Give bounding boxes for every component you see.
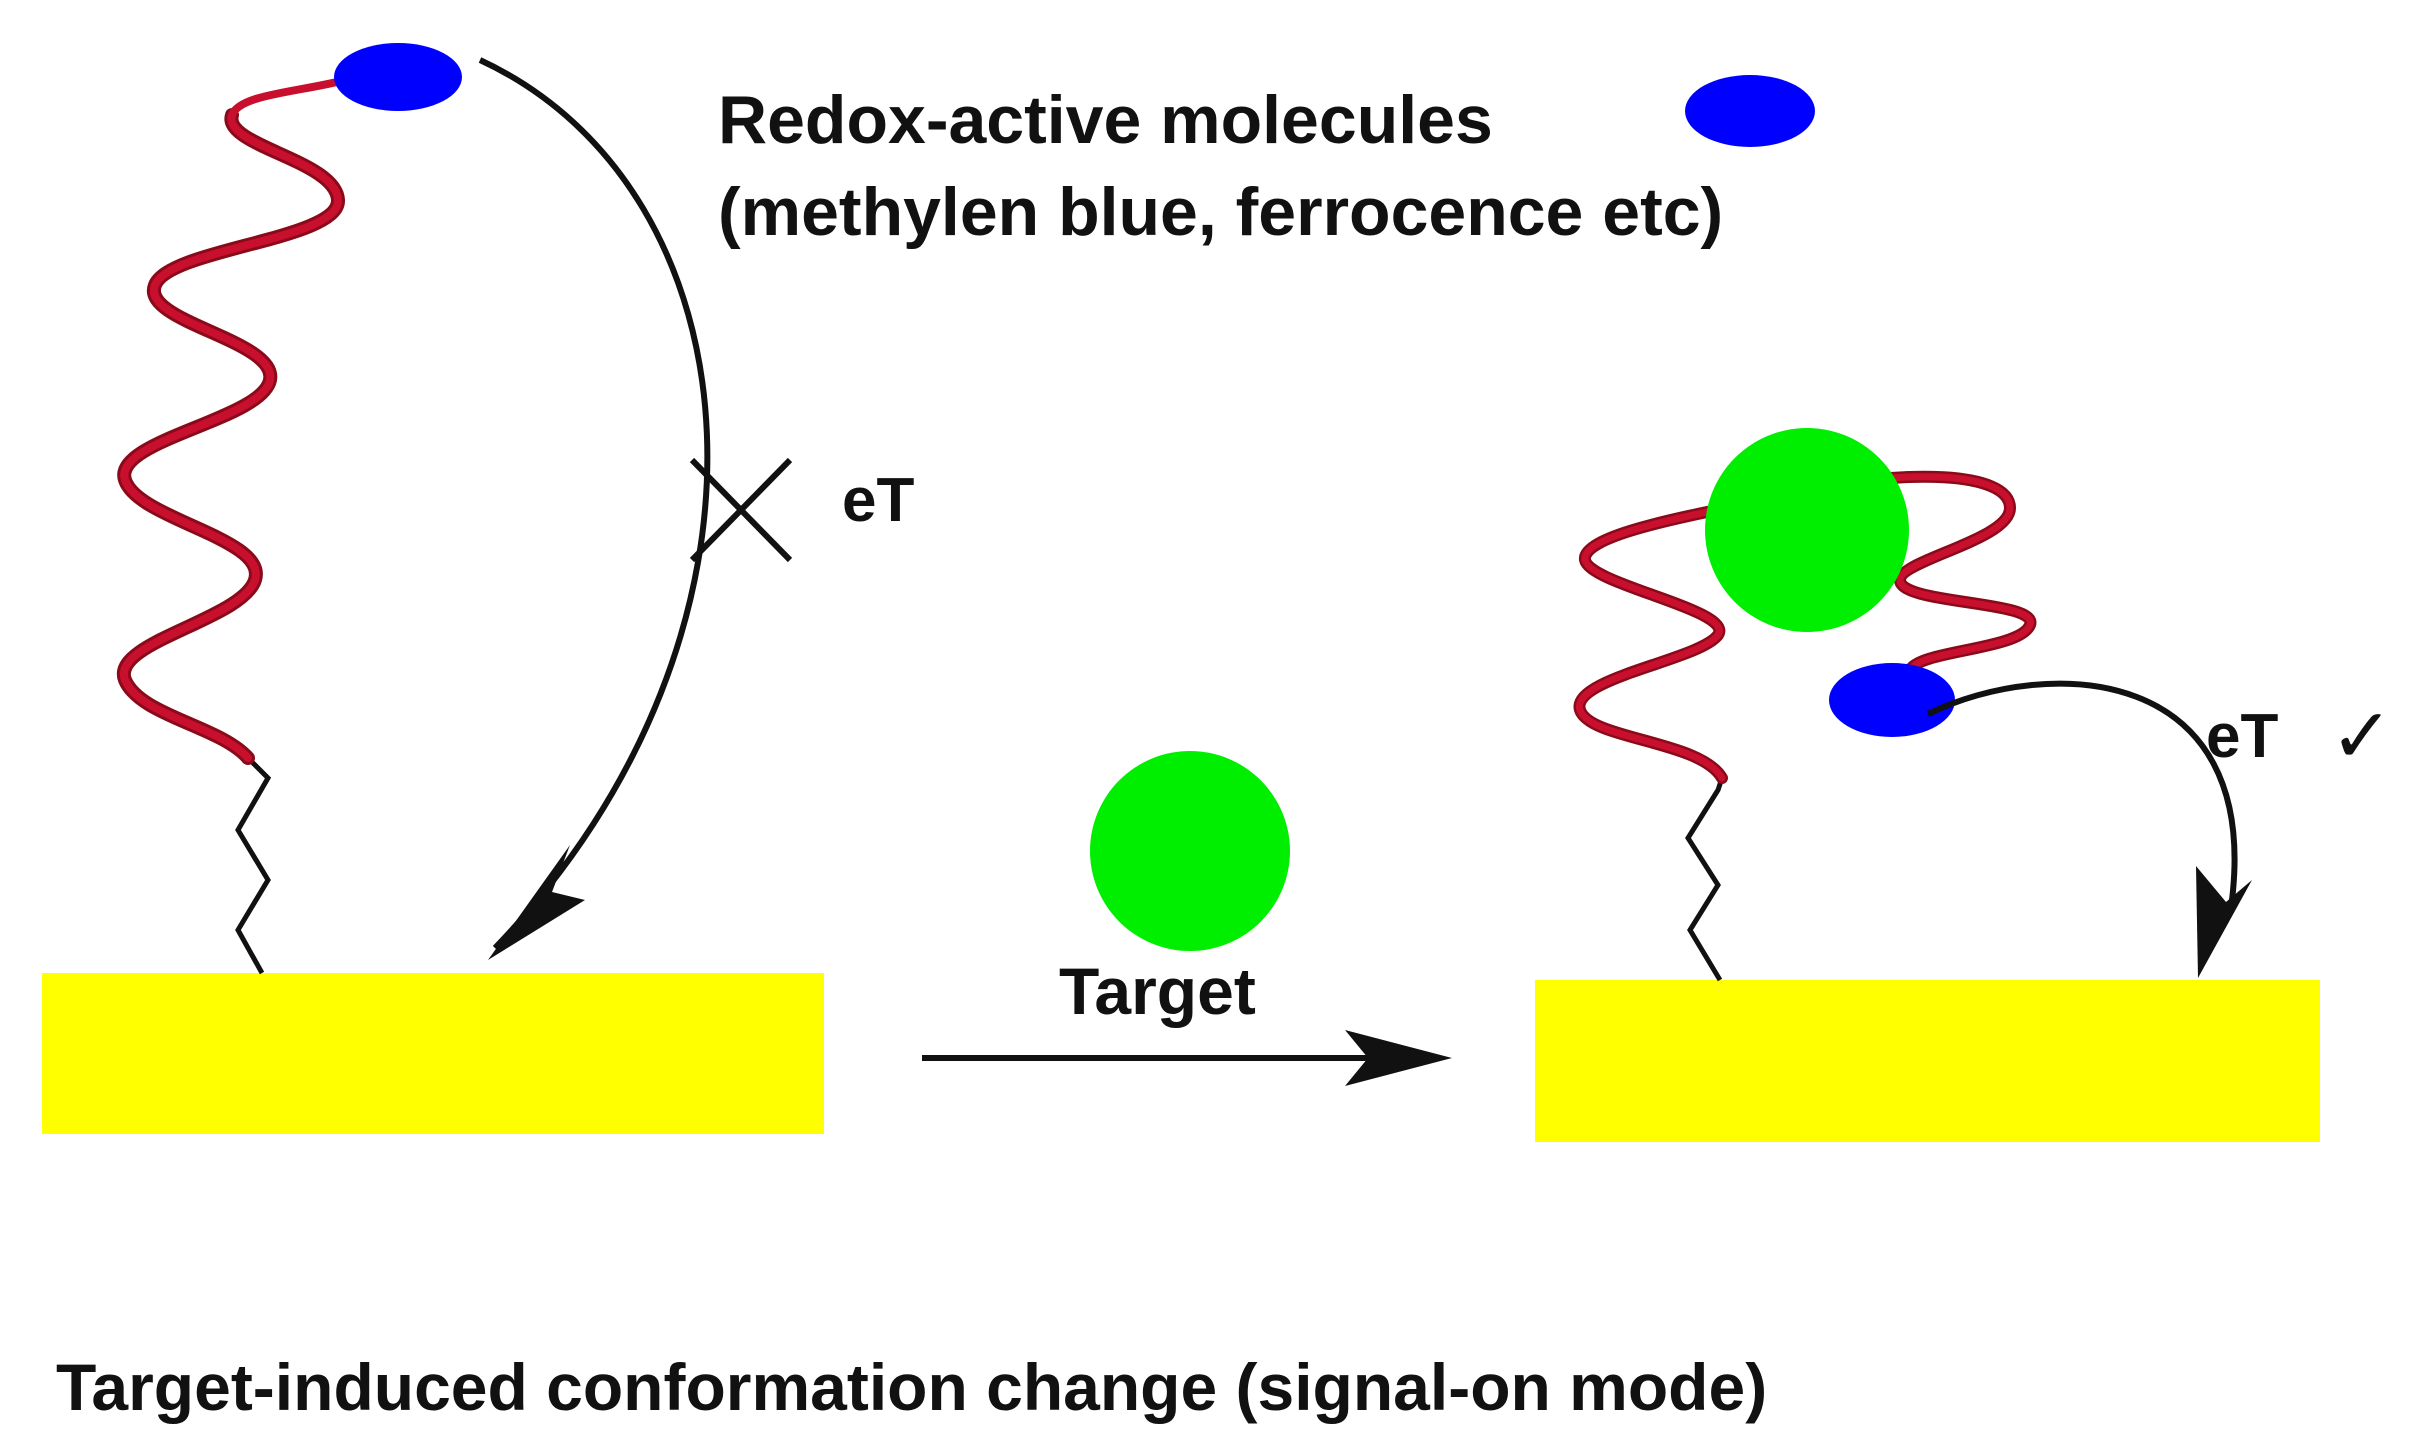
electrode-left — [42, 973, 824, 1134]
aptamer-left-back — [116, 108, 345, 765]
target-molecule — [1090, 751, 1290, 951]
legend-title: Redox-active molecules — [718, 82, 1493, 158]
arrowhead-right — [2196, 866, 2252, 978]
bound-target-molecule — [1705, 428, 1909, 632]
electron-transfer-label-left: eT — [842, 466, 915, 535]
arrowhead-left — [488, 845, 585, 960]
reaction-arrowhead — [1345, 1030, 1452, 1086]
cross-mark-icon — [689, 457, 793, 563]
electrode-right — [1535, 980, 2320, 1142]
electron-transfer-arc-right — [1926, 680, 2238, 901]
redox-molecule-left — [334, 43, 462, 111]
target-label: Target — [1059, 954, 1256, 1028]
legend-redox-marker — [1685, 75, 1815, 147]
check-mark-icon: ✓ — [2330, 691, 2394, 780]
electron-transfer-label-right: eT — [2206, 702, 2279, 771]
electron-transfer-arc-left — [478, 57, 711, 951]
linker-right — [1685, 777, 1725, 982]
legend-subtitle: (methylen blue, ferrocence etc) — [718, 174, 1724, 250]
figure-caption: Target-induced conformation change (sign… — [56, 1350, 1768, 1424]
linker-left — [235, 758, 272, 975]
aptamer-left — [116, 76, 349, 765]
aptamer-left-front — [119, 76, 349, 762]
redox-molecule-right — [1829, 663, 1955, 737]
